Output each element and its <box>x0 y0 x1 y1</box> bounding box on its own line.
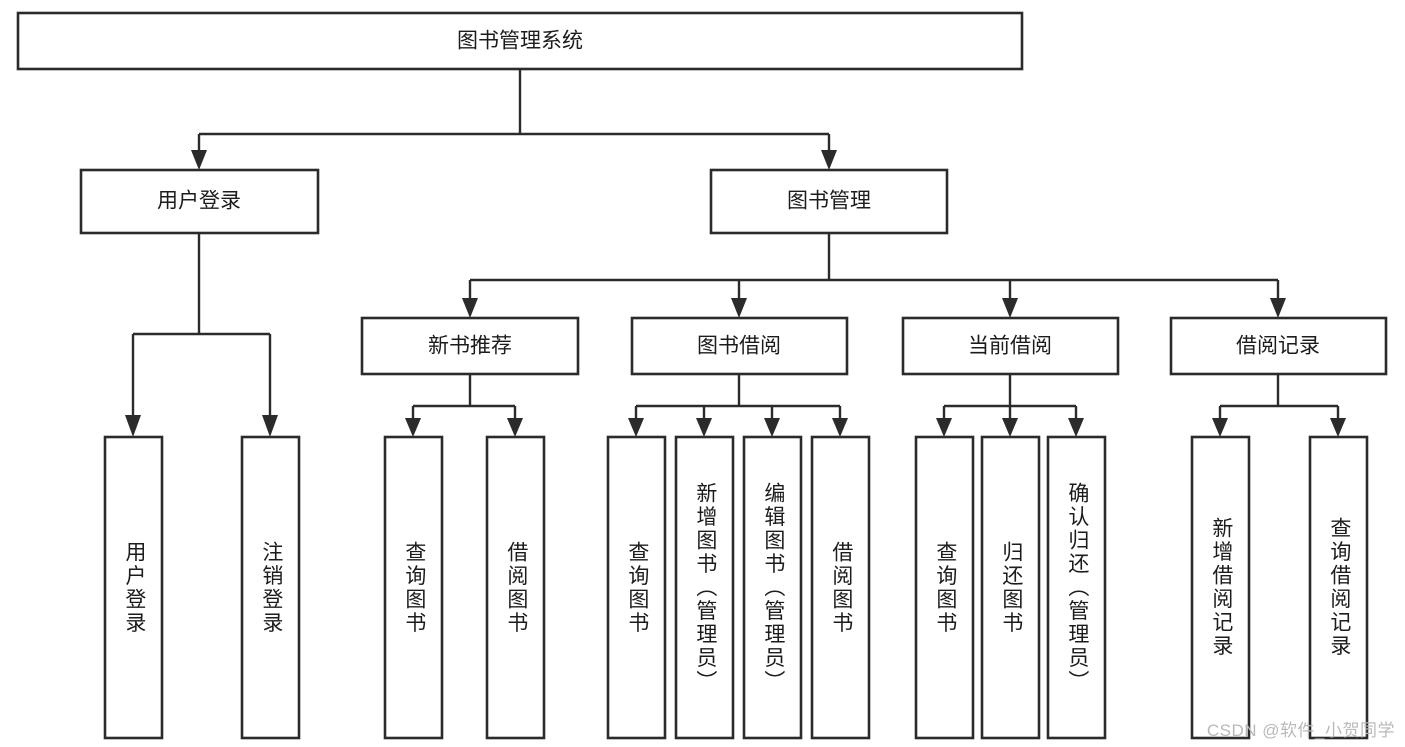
arrowhead-leaf-edit-book <box>764 418 780 437</box>
arrowhead-borrow-record <box>1270 298 1286 318</box>
arrowhead-leaf-borrow-book <box>832 418 848 437</box>
leaf-borrow-book-box[interactable] <box>810 435 871 740</box>
arrowhead-book-borrow <box>731 298 747 318</box>
leaf-query-book-cur-box[interactable] <box>914 435 975 740</box>
arrowhead-book-manage <box>821 150 837 170</box>
node-root-label: 图书管理系统 <box>457 30 583 53</box>
arrowhead-user-login <box>191 150 207 170</box>
node-book-borrow[interactable]: 图书借阅 <box>630 316 849 376</box>
node-user-login[interactable]: 用户登录 <box>79 168 320 235</box>
leaf-box-layer <box>103 435 1369 740</box>
node-new-book-rec-label: 新书推荐 <box>428 335 512 358</box>
leaf-confirm-return-box[interactable] <box>1046 435 1107 740</box>
node-current-borrow-box[interactable] <box>901 316 1120 376</box>
arrowhead-leaf-logout <box>262 415 278 437</box>
node-root[interactable]: 图书管理系统 <box>16 11 1024 71</box>
node-book-manage[interactable]: 图书管理 <box>709 168 949 235</box>
node-book-borrow-label: 图书借阅 <box>697 335 781 358</box>
arrowhead-leaf-query-book-cur <box>936 418 952 437</box>
node-book-borrow-box[interactable] <box>630 316 849 376</box>
leaf-query-record-box[interactable] <box>1308 435 1369 740</box>
node-user-login-label: 用户登录 <box>157 190 241 213</box>
node-borrow-record-box[interactable] <box>1169 316 1388 376</box>
node-user-login-box[interactable] <box>79 168 320 235</box>
node-book-manage-box[interactable] <box>709 168 949 235</box>
arrowhead-leaf-query-book-rec <box>405 418 421 437</box>
leaf-borrow-book-rec-box[interactable] <box>485 435 546 740</box>
arrowhead-leaf-add-record <box>1212 418 1228 437</box>
node-root-box[interactable] <box>16 11 1024 71</box>
node-borrow-record-label: 借阅记录 <box>1236 335 1320 358</box>
arrowhead-leaf-return-book <box>1002 418 1018 437</box>
arrowhead-leaf-confirm-return <box>1068 418 1084 437</box>
node-borrow-record[interactable]: 借阅记录 <box>1169 316 1388 376</box>
arrowhead-leaf-query-record <box>1330 418 1346 437</box>
leaf-return-book-box[interactable] <box>980 435 1041 740</box>
leaf-user-login-box[interactable] <box>103 435 164 740</box>
node-current-borrow[interactable]: 当前借阅 <box>901 316 1120 376</box>
node-current-borrow-label: 当前借阅 <box>968 335 1052 358</box>
leaf-edit-book-box[interactable] <box>742 435 803 740</box>
node-new-book-rec[interactable]: 新书推荐 <box>360 316 580 376</box>
node-new-book-rec-box[interactable] <box>360 316 580 376</box>
arrowhead-leaf-borrow-book-rec <box>507 418 523 437</box>
leaf-add-book-box[interactable] <box>674 435 735 740</box>
arrowhead-new-book-rec <box>462 298 478 318</box>
arrowhead-current-borrow <box>1002 298 1018 318</box>
leaf-query-book-rec-box[interactable] <box>383 435 444 740</box>
connector-layer <box>125 69 1346 437</box>
arrowhead-leaf-add-book <box>696 418 712 437</box>
node-book-manage-label: 图书管理 <box>787 190 871 213</box>
arrowhead-leaf-query-book-bor <box>628 418 644 437</box>
leaf-logout-box[interactable] <box>240 435 301 740</box>
leaf-query-book-bor-box[interactable] <box>606 435 667 740</box>
leaf-add-record-box[interactable] <box>1190 435 1251 740</box>
csdn-watermark: CSDN @软件_小贺同学 <box>1206 721 1395 740</box>
arrowhead-leaf-user-login <box>125 415 141 437</box>
